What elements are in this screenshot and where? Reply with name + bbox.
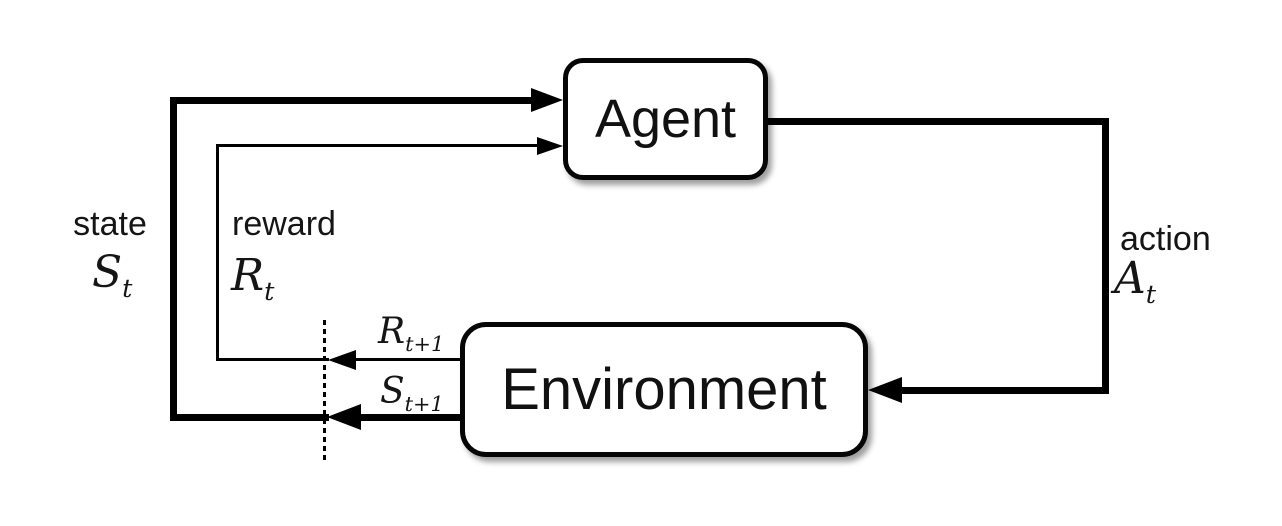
state-line-vertical xyxy=(170,97,177,421)
agent-label: Agent xyxy=(594,89,737,149)
next-reward-symbol-label: Rt+1 xyxy=(378,311,445,357)
action-word-label: action xyxy=(1120,220,1211,258)
action-symbol-label: At xyxy=(1114,253,1157,310)
action-line-vertical xyxy=(1102,118,1109,394)
arrowhead-next-state-to-boundary xyxy=(327,404,361,430)
time-step-boundary-dashed-line xyxy=(323,320,326,461)
reward-line-bottom-horizontal xyxy=(216,358,329,361)
state-line-top-horizontal xyxy=(170,97,531,104)
action-line-bottom-horizontal xyxy=(902,387,1109,394)
next-state-line xyxy=(361,414,462,421)
reward-symbol-label: Rt xyxy=(231,250,275,307)
reward-line-top-horizontal xyxy=(216,144,537,147)
state-line-bottom-horizontal xyxy=(170,414,329,421)
environment-label: Environment xyxy=(501,357,827,422)
next-state-symbol-label: St+1 xyxy=(380,371,444,417)
arrowhead-reward-into-agent xyxy=(537,137,563,155)
state-symbol-label: St xyxy=(92,247,133,304)
action-line-top-horizontal xyxy=(766,118,1109,125)
arrowhead-state-into-agent xyxy=(531,88,563,112)
state-word-label: state xyxy=(73,205,147,243)
arrowhead-next-reward-to-boundary xyxy=(328,350,356,370)
arrowhead-action-into-environment xyxy=(868,377,902,403)
next-reward-line xyxy=(356,358,462,361)
reward-word-label: reward xyxy=(232,205,336,243)
environment-node: Environment xyxy=(460,322,868,457)
agent-node: Agent xyxy=(563,58,768,180)
reward-line-vertical xyxy=(216,144,219,361)
